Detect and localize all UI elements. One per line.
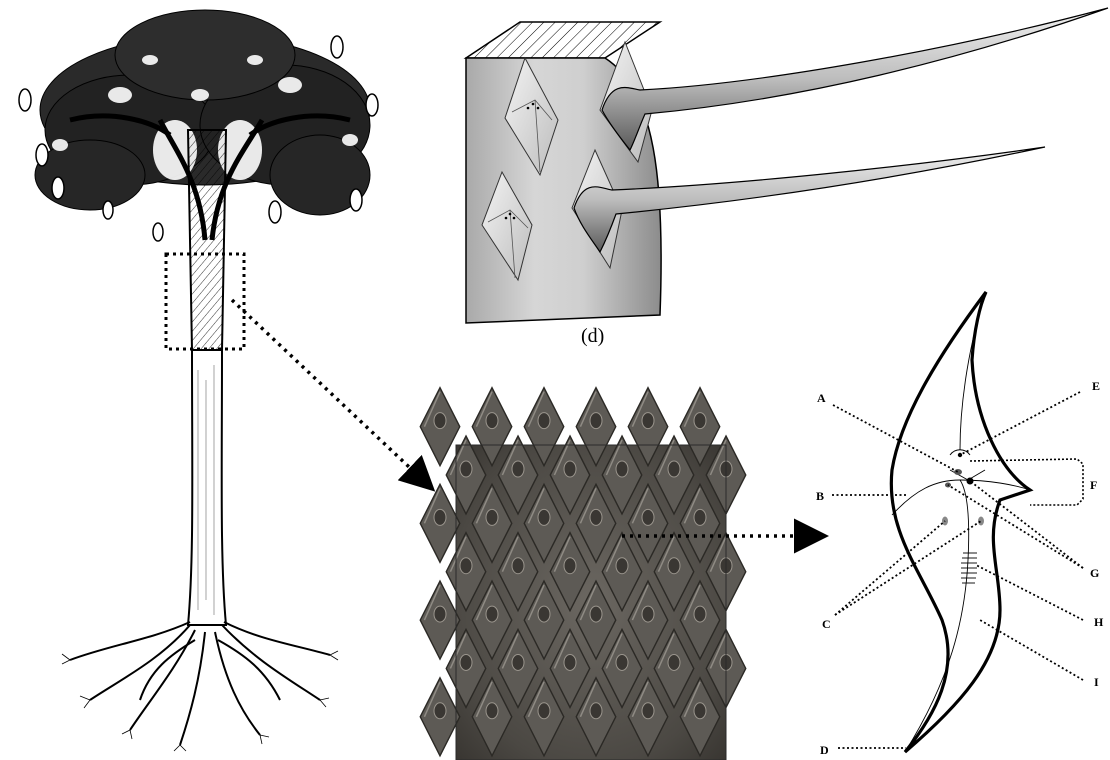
tree-crown — [18, 9, 379, 242]
leaf-cushion-left-lower — [481, 170, 533, 282]
label-B: B — [816, 489, 824, 503]
label-F: F — [1090, 478, 1097, 492]
bark-fossil-photo — [419, 386, 747, 760]
ligule-marks-H — [961, 552, 977, 584]
label-C: C — [822, 617, 831, 631]
label-E: E — [1092, 379, 1100, 393]
leaf-cushion-left-upper — [504, 56, 559, 177]
panel-label-d: (d) — [581, 325, 604, 347]
leaf-cushion-diagram: A B C D E F G H I — [816, 291, 1104, 757]
label-D: D — [820, 743, 829, 757]
tree-roots — [61, 621, 339, 752]
tree-lower-trunk — [186, 349, 228, 626]
label-G: G — [1090, 566, 1099, 580]
lepidodendron-tree-illustration — [18, 9, 379, 752]
scar-A — [954, 469, 962, 475]
label-H: H — [1094, 615, 1104, 629]
zoom-arrow-to-photo — [230, 298, 436, 492]
label-I: I — [1094, 675, 1099, 689]
bark-3d-block: (d) — [463, 7, 1109, 347]
scar-G1 — [966, 477, 974, 485]
leaf-spine-lower — [573, 146, 1046, 254]
cushion-outline — [889, 291, 1034, 754]
label-A: A — [817, 391, 826, 405]
scar-C-right — [978, 516, 984, 526]
trunk-zoom-box — [164, 252, 246, 351]
tree-upper-trunk — [186, 129, 228, 351]
bracket-F — [969, 458, 1084, 506]
strobilus-cones — [18, 35, 379, 242]
leaf-spine-upper — [601, 7, 1109, 152]
block-top-face — [463, 21, 663, 59]
